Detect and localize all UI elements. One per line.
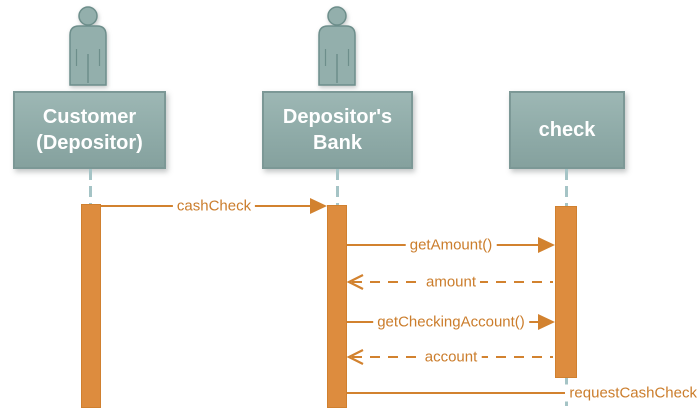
actor-label: Depositor's Bank [282, 106, 393, 154]
open-arrowhead-icon [347, 349, 364, 365]
message-account-return: account [347, 348, 555, 366]
message-label: getAmount() [405, 236, 497, 254]
message-label: amount [421, 273, 481, 291]
activation-bar-customer [81, 204, 101, 408]
actor-box-check: check [509, 91, 625, 169]
activation-bar-depositors-bank [327, 205, 347, 408]
person-icon [69, 6, 107, 86]
message-label: account [420, 348, 482, 366]
actor-box-customer: Customer (Depositor) [13, 91, 166, 169]
actor-box-depositors-bank: Depositor's Bank [262, 91, 413, 169]
message-getcheckingaccount: getCheckingAccount() [347, 313, 555, 331]
lifeline-check [565, 169, 568, 206]
message-cashcheck: cashCheck [101, 197, 327, 215]
message-amount-return: amount [347, 273, 555, 291]
actor-label: Customer (Depositor) [36, 106, 143, 154]
message-line [347, 392, 696, 394]
open-arrowhead-icon [347, 274, 364, 290]
lifeline-depositors-bank [336, 169, 339, 205]
message-label: getCheckingAccount() [373, 313, 529, 331]
arrowhead-icon [538, 237, 555, 253]
message-label: requestCashCheck [565, 384, 698, 402]
message-getamount: getAmount() [347, 236, 555, 254]
arrowhead-icon [538, 314, 555, 330]
activation-bar-check [555, 206, 577, 378]
message-requestcashcheck: requestCashCheck [347, 384, 698, 402]
lifeline-customer [89, 169, 92, 205]
person-icon [318, 6, 356, 86]
message-label: cashCheck [172, 197, 256, 215]
actor-label: check [538, 119, 596, 141]
arrowhead-icon [310, 198, 327, 214]
